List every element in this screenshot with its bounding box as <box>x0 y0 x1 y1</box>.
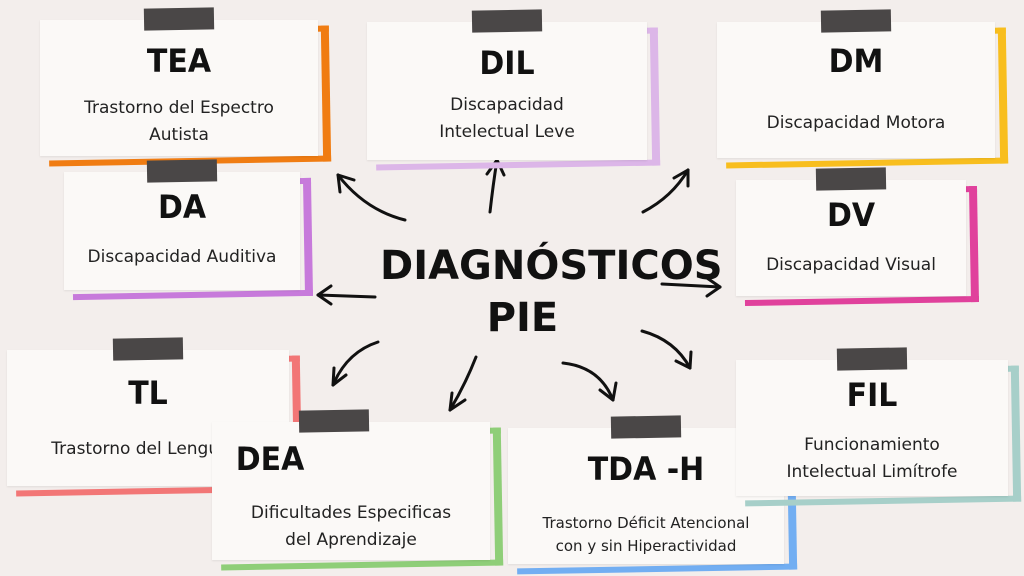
tape-strip <box>143 7 215 31</box>
arrow-to-tda-h <box>561 361 618 402</box>
note-dea: DEA Dificultades Especificas del Aprendi… <box>212 409 504 571</box>
tape-strip <box>820 9 892 33</box>
note-abbreviation: TEA <box>146 42 212 81</box>
arrow-to-fil <box>640 329 693 370</box>
note-paper <box>736 360 1008 496</box>
tape-strip <box>471 9 543 33</box>
note-description: Funcionamiento Intelectual Limítrofe <box>786 435 958 482</box>
note-dil: DIL Discapacidad Intelectual Leve <box>367 9 661 171</box>
tape-strip <box>815 167 887 191</box>
note-description: Discapacidad Visual <box>766 255 936 275</box>
note-description: Discapacidad Auditiva <box>87 247 277 267</box>
note-description: Dificultades Especificas del Aprendizaje <box>250 503 452 550</box>
note-abbreviation: DV <box>826 196 876 235</box>
note-abbreviation: DIL <box>479 44 535 83</box>
note-abbreviation: DM <box>828 42 884 81</box>
note-paper <box>367 22 647 160</box>
note-description: Trastorno del Espectro Autista <box>84 98 274 145</box>
arrow-to-da <box>316 284 377 306</box>
tape-strip <box>836 347 908 371</box>
arrow-to-tl <box>331 340 380 387</box>
tape-strip <box>298 409 370 433</box>
note-dv: DV Discapacidad Visual <box>736 167 979 307</box>
note-paper <box>64 172 300 290</box>
note-description: Discapacidad Intelectual Leve <box>439 95 575 142</box>
note-description: Discapacidad Motora <box>766 113 946 133</box>
note-da: DA Discapacidad Auditiva <box>64 159 314 301</box>
center-title-line2: PIE <box>486 295 559 341</box>
note-abbreviation: DA <box>157 188 207 227</box>
arrow-to-dv <box>660 276 722 298</box>
note-paper <box>212 422 490 560</box>
note-abbreviation: FIL <box>846 376 898 415</box>
tape-strip <box>112 337 184 361</box>
note-abbreviation: TL <box>128 374 168 413</box>
note-paper <box>717 22 995 158</box>
note-description: Trastorno Déficit Atencional con y sin H… <box>542 514 750 555</box>
note-description: Trastorno del Lenguaje <box>51 439 245 459</box>
tape-strip <box>610 415 682 439</box>
note-abbreviation: TDA -H <box>587 450 705 489</box>
tape-strip <box>146 159 218 183</box>
arrow-to-dil <box>485 158 506 214</box>
center-title: DIAGNÓSTICOS PIE <box>380 240 723 344</box>
center-title-line1: DIAGNÓSTICOS <box>380 243 723 289</box>
note-fil: FIL Funcionamiento Intelectual Limítrofe <box>736 347 1022 507</box>
note-paper <box>40 20 318 156</box>
note-dm: DM Discapacidad Motora <box>717 9 1009 169</box>
arrow-to-dea <box>448 355 478 412</box>
arrow-to-dm <box>641 168 690 214</box>
note-tea: TEA Trastorno del Espectro Autista <box>40 7 332 167</box>
arrow-to-tea <box>336 173 407 222</box>
note-paper <box>736 180 966 296</box>
note-abbreviation: DEA <box>235 440 305 479</box>
